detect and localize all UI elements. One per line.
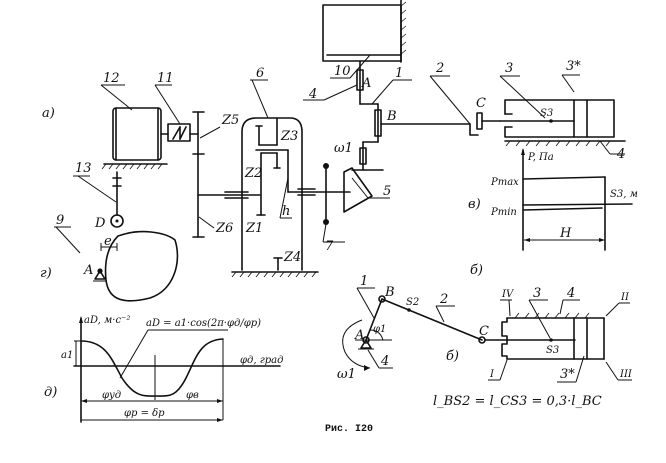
label-omega1: ω1 — [337, 367, 356, 382]
label-3: 3 — [533, 286, 541, 301]
label-1: 1 — [360, 274, 368, 289]
phi-total-label: φр = δр — [124, 408, 165, 419]
amplitude-a1: a1 — [61, 350, 73, 361]
port-III: III — [619, 369, 633, 380]
point-A-top: A — [361, 76, 371, 91]
pmin-label: Pmin — [490, 207, 517, 218]
phi-v-label: φв — [186, 390, 199, 401]
figure-caption: Рис. I20 — [325, 424, 373, 435]
label-z6: Z6 — [215, 221, 233, 236]
label-3-top: 3 — [505, 61, 513, 76]
point-D: D — [94, 216, 106, 231]
label-z3: Z3 — [280, 129, 298, 144]
planetary-gearbox-housing — [224, 117, 351, 278]
label-s3-top: S3 — [540, 108, 553, 119]
port-II: II — [620, 292, 630, 303]
pmax-label: Pmax — [490, 177, 519, 188]
port-I: I — [489, 369, 495, 380]
label-11: 11 — [157, 71, 174, 86]
label-z1: Z1 — [245, 221, 263, 236]
length-relation: l_BS2 = l_CS3 = 0,3·l_BC — [433, 394, 602, 409]
label-2: 2 — [439, 292, 448, 307]
pressure-graph — [521, 148, 633, 251]
panel-label-b: б) — [470, 263, 483, 278]
label-4: 4 — [566, 286, 575, 301]
label-7: 7 — [325, 239, 334, 254]
cam-formula: aD = a1·cos(2π·φд/φр) — [146, 318, 261, 329]
label-12: 12 — [103, 71, 120, 86]
phi-ud-label: φуд — [102, 390, 121, 401]
pressure-x-label: S3, м — [610, 189, 638, 200]
panel-label-b2: б) — [446, 349, 459, 364]
gear-pair-z5-z6 — [192, 111, 261, 238]
slider-crank-mechanism — [342, 295, 605, 371]
port-IV: IV — [501, 289, 515, 300]
label-omega-a: ω1 — [334, 141, 353, 156]
coupling — [160, 123, 199, 142]
label-3star: 3* — [560, 367, 575, 382]
label-10: 10 — [334, 64, 351, 79]
label-1-top: 1 — [395, 66, 403, 81]
point-B-top: B — [386, 109, 397, 124]
panel-label-a: а) — [42, 106, 55, 121]
label-4-top: 4 — [308, 87, 317, 102]
point-B: B — [384, 285, 395, 300]
label-s2: S2 — [406, 297, 419, 308]
label-h: h — [282, 204, 290, 219]
cam-graph-x-label: φд, град — [240, 355, 283, 366]
output-shaft — [323, 163, 384, 225]
cam-graph-y-label: aD, м·с⁻² — [84, 315, 130, 326]
label-phi1: φ1 — [373, 324, 386, 335]
connecting-rod-and-cylinder — [380, 99, 626, 147]
crank-assembly — [322, 0, 407, 171]
point-A: A — [354, 328, 364, 343]
cam — [93, 171, 179, 302]
label-s3: S3 — [546, 345, 559, 356]
point-A-cam: A — [83, 263, 93, 278]
label-9: 9 — [56, 213, 64, 228]
label-z4: Z4 — [283, 250, 301, 265]
label-3star-top: 3* — [566, 59, 581, 74]
label-2-top: 2 — [435, 61, 444, 76]
label-z5: Z5 — [221, 113, 239, 128]
pressure-y-label: P, Па — [527, 152, 554, 163]
label-13: 13 — [75, 161, 92, 176]
label-e: e — [104, 234, 112, 249]
panel-label-d: д) — [44, 385, 57, 400]
panel-label-g: г) — [40, 266, 52, 281]
panel-label-v: в) — [468, 197, 481, 212]
label-6: 6 — [256, 66, 264, 81]
electric-motor — [101, 107, 168, 170]
label-4-ground: 4 — [380, 354, 389, 369]
label-5: 5 — [383, 184, 391, 199]
label-z2: Z2 — [244, 166, 262, 181]
point-C-top: C — [476, 96, 486, 111]
point-C: C — [479, 324, 489, 339]
cam-acceleration-graph — [73, 316, 281, 423]
stroke-H-label: H — [559, 226, 572, 241]
